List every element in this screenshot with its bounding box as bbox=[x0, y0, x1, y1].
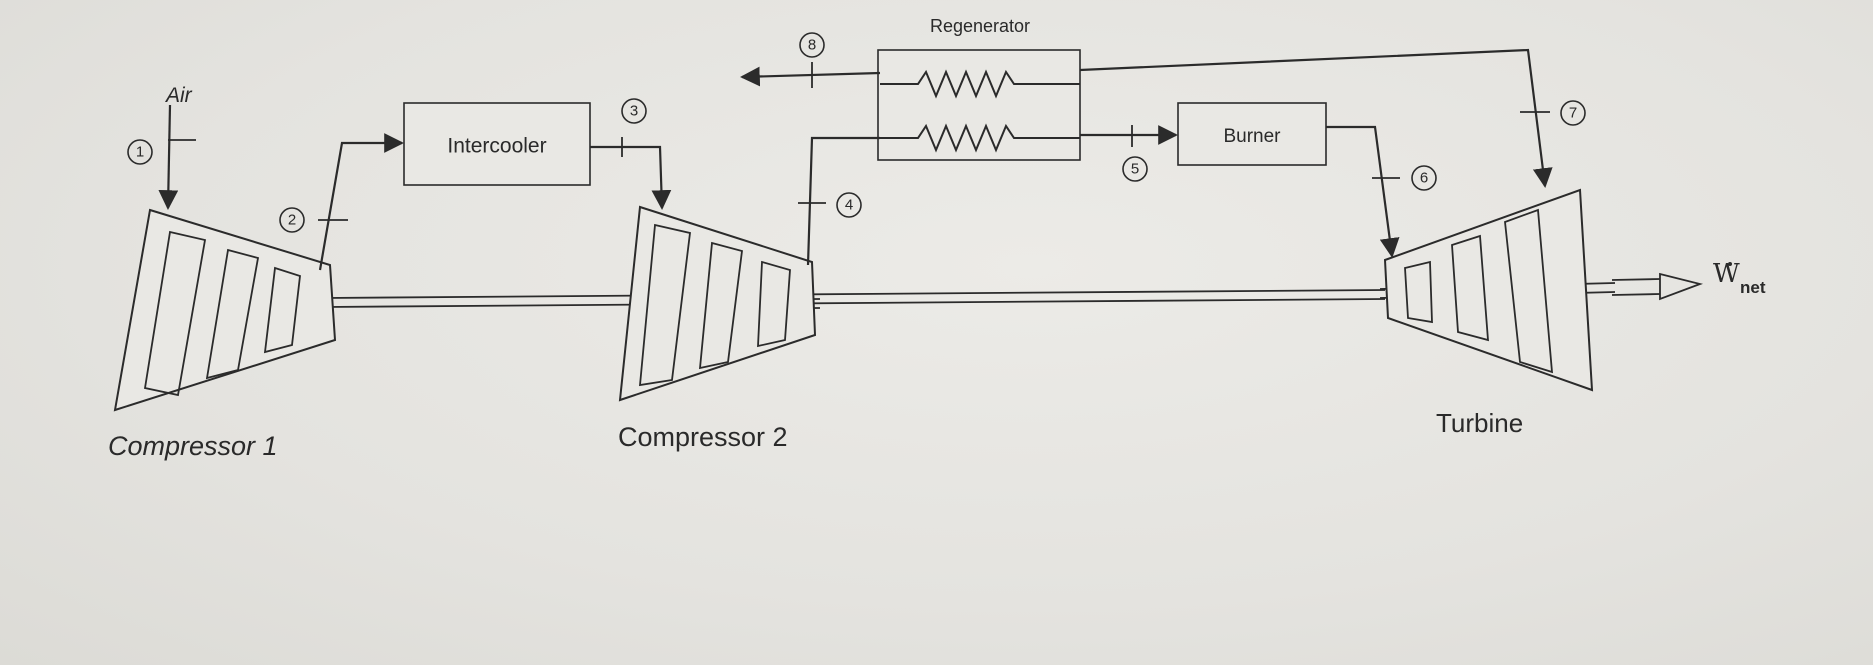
flow-state-2 bbox=[318, 133, 404, 271]
burner-label: Burner bbox=[1223, 126, 1281, 147]
state-2-label: 2 bbox=[288, 212, 296, 229]
intercooler: Intercooler bbox=[403, 102, 591, 186]
flow-state-8 bbox=[740, 66, 881, 87]
turbine bbox=[1383, 188, 1594, 392]
work-symbol: W bbox=[1713, 259, 1740, 289]
state-4-label: 4 bbox=[845, 197, 853, 214]
work-subscript: net bbox=[1740, 278, 1766, 297]
air-label: Air bbox=[164, 84, 193, 107]
state-5-label: 5 bbox=[1131, 161, 1139, 178]
flow-state-1 bbox=[158, 104, 179, 210]
compressor-1 bbox=[113, 208, 337, 412]
work-output-arrow bbox=[1659, 272, 1704, 301]
burner: Burner bbox=[1177, 102, 1327, 166]
net-work-label: W net bbox=[1713, 259, 1766, 297]
regenerator: Regenerator bbox=[877, 16, 1081, 161]
flow-state-6 bbox=[1326, 125, 1400, 258]
state-8-label: 8 bbox=[808, 37, 816, 54]
state-markers: 1 2 3 4 5 6 7 8 bbox=[127, 32, 1586, 233]
intercooler-label: Intercooler bbox=[447, 135, 546, 158]
flow-state-4 bbox=[806, 136, 880, 266]
compressor-2-label: Compressor 2 bbox=[618, 422, 788, 452]
state-6-label: 6 bbox=[1420, 170, 1428, 187]
compressor-2 bbox=[618, 205, 817, 402]
compressor-1-label: Compressor 1 bbox=[108, 431, 278, 461]
turbine-label: Turbine bbox=[1436, 408, 1523, 438]
work-rate-dot-icon bbox=[1728, 262, 1732, 266]
flow-lines bbox=[158, 48, 1704, 301]
state-1-label: 1 bbox=[136, 144, 144, 161]
flow-state-3 bbox=[590, 145, 672, 210]
state-3-label: 3 bbox=[630, 103, 638, 120]
state-7-label: 7 bbox=[1569, 105, 1577, 122]
flow-state-7 bbox=[1079, 48, 1553, 188]
regenerator-label: Regenerator bbox=[930, 16, 1030, 36]
